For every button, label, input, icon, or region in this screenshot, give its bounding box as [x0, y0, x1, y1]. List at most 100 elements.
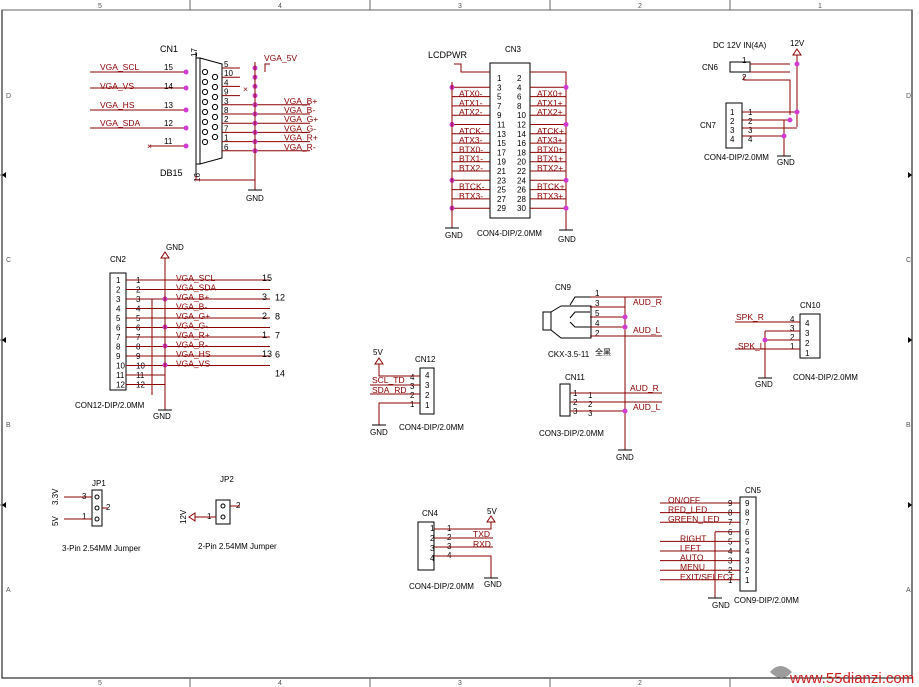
cn1-right-net: VGA_G+ — [284, 114, 318, 124]
cn3-pin-right: 16 — [517, 139, 526, 148]
cn1-net-vs: VGA_VS — [100, 81, 134, 91]
cn3-pin-left: 29 — [497, 204, 506, 213]
cn7-pin3: 3 — [730, 126, 735, 135]
cn9-net-audr: AUD_R — [633, 297, 662, 307]
cn12-vcc: 5V — [373, 348, 383, 357]
jp1-vcc-33: 3.3V — [51, 488, 60, 505]
cn12-side-3: 3 — [425, 381, 430, 390]
frame-row-d: D — [6, 93, 11, 100]
cn1-right-pin: 4 — [224, 78, 229, 87]
cn2-caption: CON12-DIP/2.0MM — [75, 401, 145, 410]
frame-col-4: 4 — [278, 3, 282, 10]
cn10-side-3: 3 — [805, 329, 810, 338]
connector-cn10: CN10 4 3 2 1 4 3 2 1 SPK_R SPK_L GND CON… — [735, 301, 858, 389]
cn10-ref: CN10 — [800, 301, 821, 310]
cn3-pin-right: 10 — [517, 111, 526, 120]
cn3-pin-left: 7 — [497, 102, 502, 111]
cn1-net-sda: VGA_SDA — [100, 118, 140, 128]
frame-row-b: B — [6, 422, 11, 429]
cn2-db-pin: 6 — [275, 350, 280, 360]
cn11-net-audl: AUD_L — [633, 402, 661, 412]
cn2-db-pin: 1 — [262, 330, 267, 340]
cn5-side-pin: 4 — [745, 547, 750, 556]
cn2-db-pin: 13 — [262, 349, 272, 359]
cn1-pin-15: 15 — [164, 63, 173, 72]
cn1-right-pin: 2 — [224, 115, 229, 124]
cn3-net-left: ATX0- — [459, 89, 483, 99]
cn1-net-scl: VGA_SCL — [100, 62, 139, 72]
cn2-box-pin: 10 — [116, 362, 125, 371]
frame-col-1: 1 — [818, 3, 822, 10]
cn3-net-right: BTX1+ — [537, 154, 563, 164]
cn1-right-net: VGA_B- — [284, 105, 315, 115]
cn5-ref: CN5 — [745, 486, 762, 495]
frame-col-3-bottom: 3 — [458, 680, 462, 687]
cn3-pin-right: 30 — [517, 204, 526, 213]
db15-hole — [201, 138, 209, 146]
db15-hole — [201, 128, 209, 136]
cn2-box-pin: 6 — [116, 324, 121, 333]
cn4-net-rxd: RXD — [473, 539, 491, 549]
cn3-net-right: BTX0+ — [537, 144, 563, 154]
cn1-pin17: 17 — [190, 48, 199, 57]
cn3-pin-right: 26 — [517, 186, 526, 195]
cn7-side-3: 3 — [748, 126, 753, 135]
db15-hole — [201, 68, 209, 76]
cn10-side-4: 4 — [805, 319, 810, 328]
cn3-pin-left: 17 — [497, 148, 506, 157]
cn3-pin-left: 19 — [497, 158, 506, 167]
cn2-net: VGA_G- — [176, 321, 208, 331]
cn4-side-2: 2 — [430, 534, 435, 543]
cn12-ref: CN12 — [415, 355, 436, 364]
cn5-net: MENU — [680, 562, 705, 572]
cn10-side-2: 2 — [805, 339, 810, 348]
cn3-pin-right: 28 — [517, 195, 526, 204]
cn12-gnd: GND — [370, 428, 388, 437]
db15-hole — [211, 133, 219, 141]
cn3-pin-left: 27 — [497, 195, 506, 204]
cn10-net-spkr: SPK_R — [736, 312, 764, 322]
cn5-side-pin: 8 — [745, 509, 750, 518]
cn2-box-pin: 12 — [116, 381, 125, 390]
connector-cn1: CN1 17 DB15 16 VGA_SCL VGA_VS VGA_HS VGA… — [90, 44, 318, 203]
cn2-box-pin: 3 — [116, 295, 121, 304]
cn4-gnd: GND — [484, 580, 502, 589]
cn3-pin-right: 8 — [517, 102, 522, 111]
cn2-box-pin: 8 — [116, 343, 121, 352]
cn5-side-pin: 9 — [745, 499, 750, 508]
svg-text:×: × — [147, 141, 152, 151]
cn1-right-pin: 8 — [224, 106, 229, 115]
watermark-logo-icon — [770, 666, 792, 678]
cn2-db-pin: 2 — [262, 311, 267, 321]
connector-cn9: CN9 1 3 5 4 2 AUD_R AUD_L CKX-3.5-11 全黑 — [542, 283, 662, 450]
frame-row-c: C — [6, 257, 11, 264]
cn12-net-sda: SDA_RD — [372, 385, 406, 395]
cn10-net-spkl: SPK_L — [738, 341, 765, 351]
cn4-caption: CON4-DIP/2.0MM — [409, 582, 474, 591]
cn5-net: LEFT — [680, 543, 701, 553]
cn3-pin-right: 18 — [517, 148, 526, 157]
cn3-pin-right: 12 — [517, 121, 526, 130]
cn2-net: VGA_B+ — [176, 292, 209, 302]
db15-hole — [211, 103, 219, 111]
connector-cn6-cn7: DC 12V IN(4A) CN6 12V 1 2 CN7 1 2 3 4 1 … — [700, 39, 805, 167]
cn3-pin-left: 9 — [497, 111, 502, 120]
cn1-pin16: 16 — [193, 173, 202, 182]
cn1-right-pin: 1 — [224, 134, 229, 143]
cn2-net: VGA_SDA — [176, 283, 216, 293]
cn3-net-right: BTX3+ — [537, 191, 563, 201]
cn12-caption: CON4-DIP/2.0MM — [399, 423, 464, 432]
cn12-pin1: 1 — [410, 400, 415, 409]
jp2-ref: JP2 — [220, 475, 234, 484]
cn1-right-pin: 9 — [224, 88, 229, 97]
jp2-caption: 2-Pin 2.54MM Jumper — [198, 542, 277, 551]
cn1-gnd: GND — [246, 194, 264, 203]
cn11-ref: CN11 — [565, 373, 585, 382]
cn12-side-2: 2 — [425, 391, 430, 400]
cn9-caption: CKX-3.5-11 — [548, 350, 590, 359]
cn9-pin2: 2 — [595, 329, 600, 338]
cn9-pin3: 3 — [595, 299, 600, 308]
cn3-net-left: ATCK- — [459, 126, 484, 136]
